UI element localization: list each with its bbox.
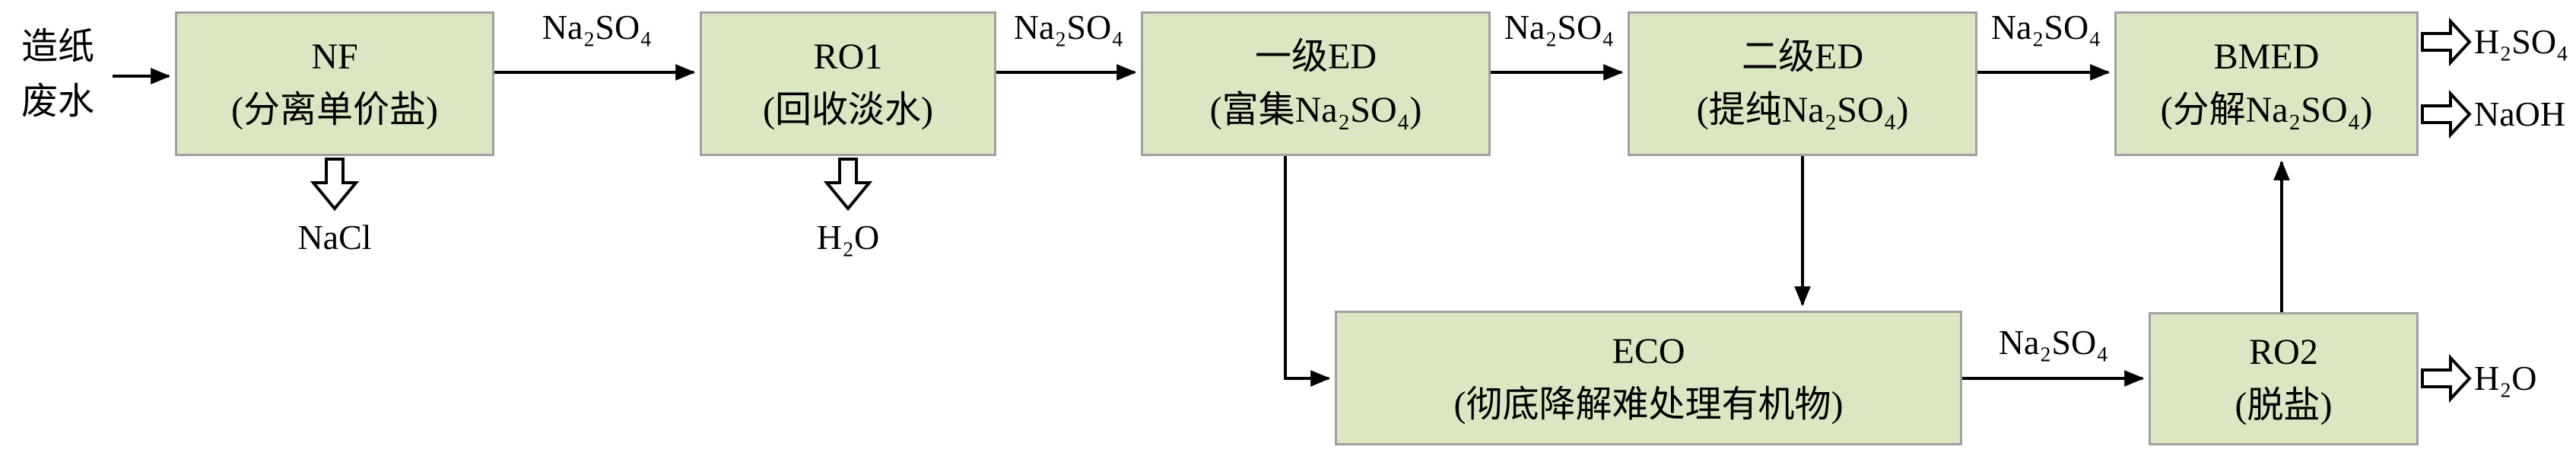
flow-label-ed1-ed2: Na₂SO₄ [1504, 8, 1615, 46]
flow-label-eco-ro2: Na₂SO₄ [1998, 323, 2109, 362]
ro1-box-title: RO1 [813, 37, 883, 77]
ed1-box: 一级ED (富集Na₂SO₄) [1141, 11, 1491, 156]
output-label-naoh: NaOH [2474, 94, 2566, 133]
hollow-arrow-nf-nacl [310, 158, 360, 212]
ro1-box: RO1 (回收淡水) [700, 11, 996, 156]
nf-box-subtitle: (分离单价盐) [231, 90, 438, 130]
ro2-box: RO2 (脱盐) [2149, 312, 2419, 445]
hollow-arrow-bmed-h2so4 [2421, 17, 2472, 67]
source-label: 造纸 废水 [4, 20, 112, 129]
eco-box-title: ECO [1612, 330, 1685, 372]
output-label-h2so4: H₂SO₄ [2474, 22, 2569, 61]
ed1-box-subtitle: (富集Na₂SO₄) [1209, 90, 1422, 130]
flow-label-nf-ro1: Na₂SO₄ [542, 8, 653, 46]
hollow-arrow-ro1-h2o [823, 158, 873, 212]
hollow-arrow-ro2-h2o [2421, 353, 2472, 404]
arrow-ed1-to-eco [1284, 156, 1331, 387]
output-label-h2o-ro1: H₂O [816, 218, 880, 257]
ro2-box-title: RO2 [2249, 331, 2318, 372]
nf-box: NF (分离单价盐) [175, 11, 494, 156]
bmed-box-subtitle: (分解Na₂SO₄) [2160, 90, 2373, 130]
ed1-box-title: 一级ED [1255, 37, 1377, 77]
flow-label-ro1-ed1: Na₂SO₄ [1013, 8, 1124, 46]
source-label-line2: 废水 [21, 81, 94, 122]
output-label-h2o-ro2: H₂O [2474, 359, 2537, 397]
bmed-box-title: BMED [2213, 37, 2320, 77]
ro1-box-subtitle: (回收淡水) [763, 90, 933, 130]
bmed-box: BMED (分解Na₂SO₄) [2114, 11, 2419, 156]
output-label-nacl: NaCl [297, 218, 372, 257]
eco-box: ECO (彻底降解难处理有机物) [1335, 311, 1962, 445]
ro2-box-subtitle: (脱盐) [2235, 384, 2333, 426]
hollow-arrow-bmed-naoh [2421, 89, 2472, 139]
eco-box-subtitle: (彻底降解难处理有机物) [1453, 384, 1844, 425]
nf-box-title: NF [311, 37, 358, 77]
ed2-box-title: 二级ED [1742, 37, 1863, 77]
flow-label-ed2-bmed: Na₂SO₄ [1990, 8, 2101, 46]
ed2-box: 二级ED (提纯Na₂SO₄) [1628, 11, 1977, 156]
ed2-box-subtitle: (提纯Na₂SO₄) [1696, 90, 1909, 130]
source-label-line1: 造纸 [21, 27, 94, 67]
